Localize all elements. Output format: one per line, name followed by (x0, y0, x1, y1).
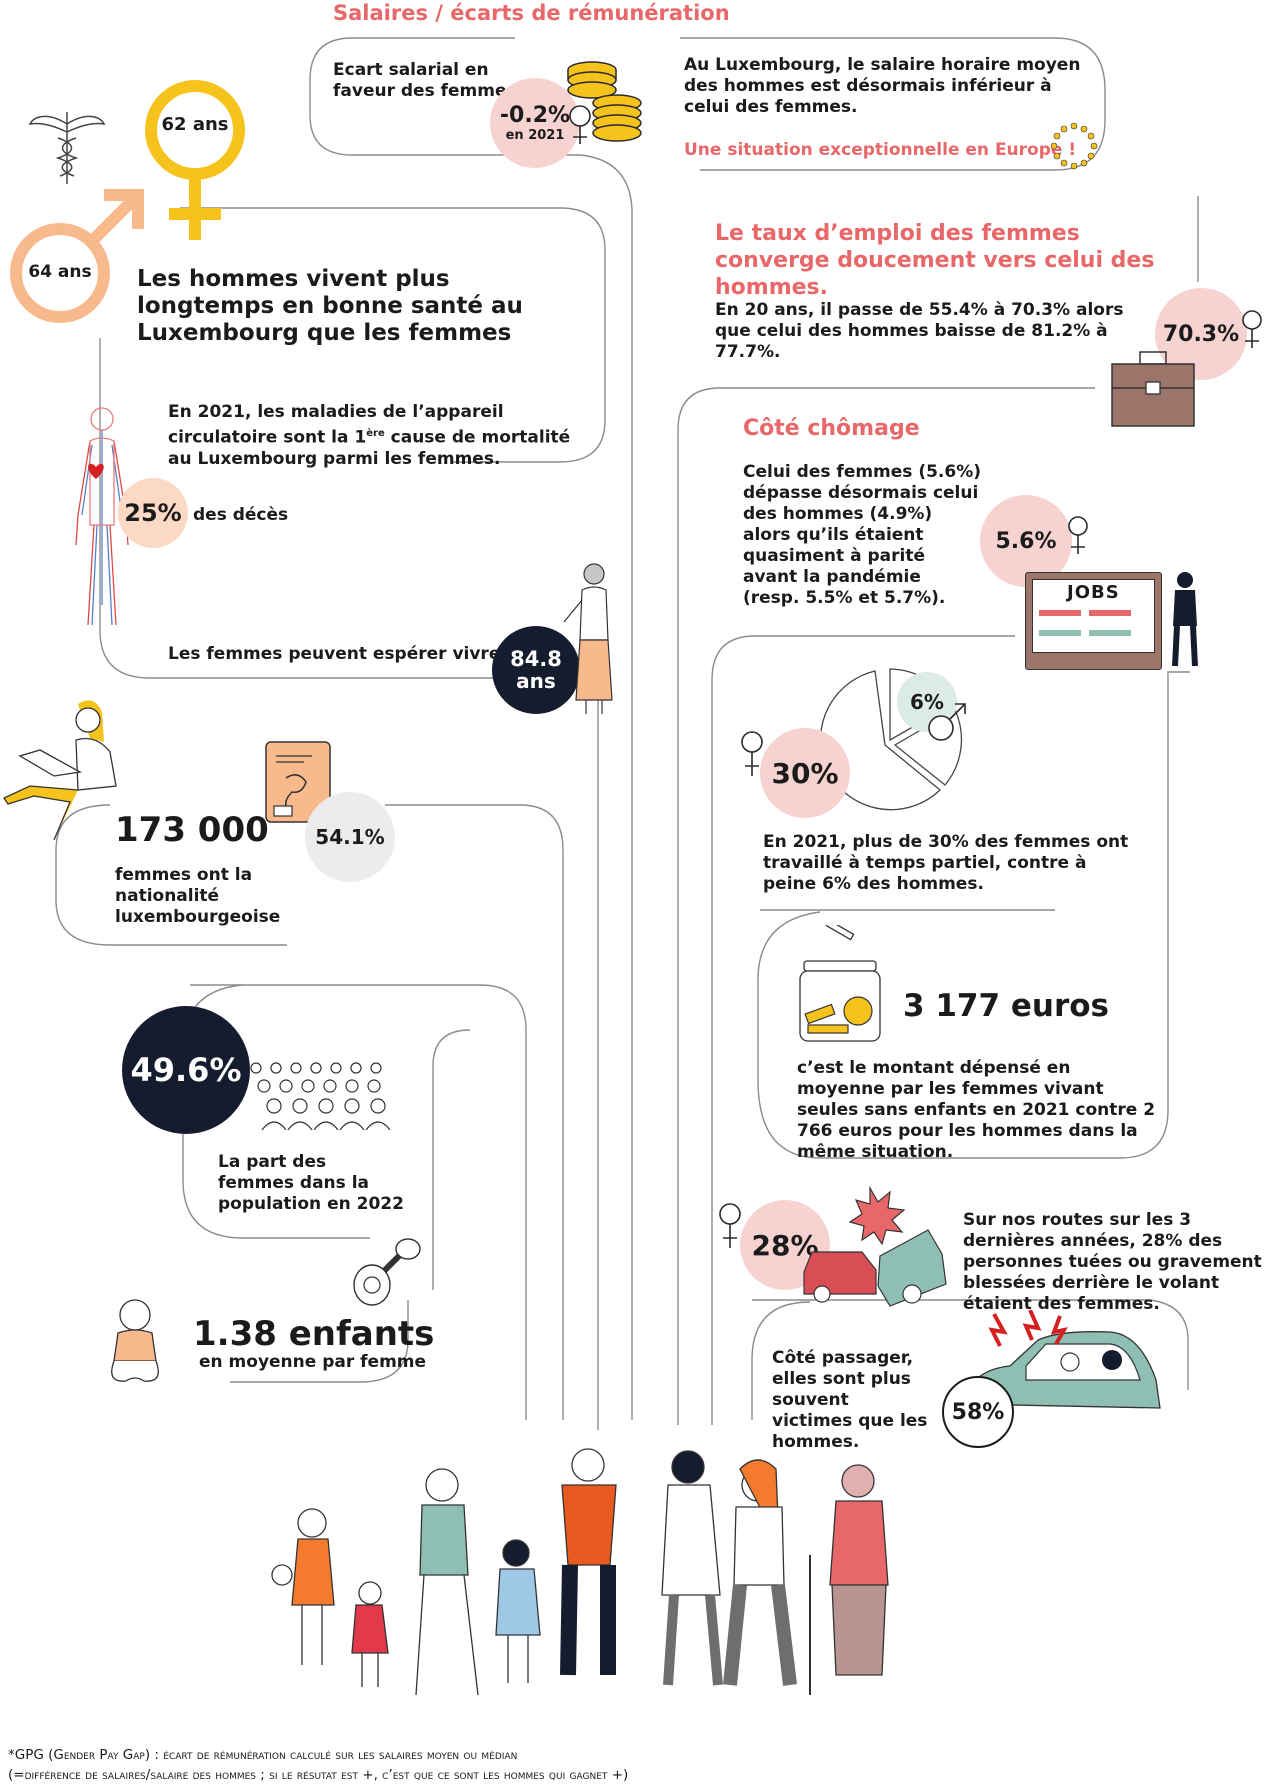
footnote-line1: *GPG (Gender Pay Gap) : écart de rémunér… (8, 1747, 518, 1763)
female-symbol-icon (569, 105, 591, 144)
footnote-line2: (=différence de salaires/salaire des hom… (8, 1767, 629, 1783)
road-value: 28% (751, 1228, 819, 1262)
deaths-badge: 25% (118, 478, 188, 548)
nationality-share: 54.1% (315, 825, 385, 849)
nationality-count: 173 000 (115, 810, 269, 850)
passport-icon (265, 741, 331, 823)
female-symbol-part-time-icon (741, 731, 763, 776)
passenger-car-icon (963, 1310, 1161, 1409)
woman-laptop-icon (3, 700, 117, 840)
deaths-label: des décès (193, 505, 289, 525)
male-healthy-age: 64 ans (28, 262, 92, 282)
fertility-text: en moyenne par femme (199, 1352, 427, 1372)
nationality-text: femmes ont la nationalité luxembourgeois… (115, 865, 281, 927)
crowd-icon (250, 1062, 391, 1130)
savings-jar-icon (799, 925, 881, 1042)
fertility-value: 1.38 enfants (193, 1314, 435, 1354)
jobs-screen: JOBS (1025, 572, 1162, 670)
women-group-illustration (271, 1448, 889, 1696)
mortality-text: En 2021, les maladies de l’appareil circ… (168, 402, 588, 470)
female-gold-symbol-icon (145, 80, 245, 240)
male-peach-symbol-icon (10, 189, 144, 323)
health-title: Les hommes vivent plus longtemps en bonn… (137, 266, 523, 346)
salary-gap-value: -0.2% (499, 102, 571, 128)
employment-value: 70.3% (1162, 321, 1240, 347)
life-expectancy-value: 84.8 (510, 647, 562, 671)
spending-text: c’est le montant dépensé en moyenne par … (797, 1058, 1156, 1162)
jobs-screen-inner: JOBS (1032, 579, 1155, 653)
unemployment-badge: 5.6% (980, 495, 1072, 587)
life-expectancy-badge: 84.8 ans (492, 626, 580, 714)
car-crash-icon (803, 1185, 947, 1307)
anatomy-figure-icon (75, 407, 129, 626)
passenger-value: 58% (951, 1399, 1005, 1425)
salary-gap-badge: -0.2% en 2021 (490, 78, 580, 168)
part-time-text: En 2021, plus de 30% des femmes ont trav… (763, 832, 1129, 894)
baby-icon (111, 1299, 159, 1382)
unemployment-value: 5.6% (995, 528, 1057, 554)
population-text: La part des femmes dans la population en… (218, 1152, 404, 1214)
population-share-badge: 49.6% (122, 1006, 250, 1134)
mortality-sup: ère (366, 428, 385, 439)
road-text: Sur nos routes sur les 3 dernières année… (963, 1210, 1262, 1314)
briefcase-icon (1111, 351, 1195, 427)
female-symbol-employment-icon (1242, 310, 1262, 348)
eu-stars-icon (1050, 122, 1098, 170)
jobs-label: JOBS (1067, 582, 1120, 603)
life-expectancy-text: Les femmes peuvent espérer vivre (168, 644, 501, 664)
road-badge: 28% (740, 1200, 830, 1290)
mortality-text-a: En 2021, les maladies de l’appareil circ… (168, 402, 504, 448)
salary-lux-text: Au Luxembourg, le salaire horaire moyen … (684, 55, 1081, 117)
employment-heading: Le taux d’emploi des femmes converge dou… (715, 221, 1155, 300)
employment-text: En 20 ans, il passe de 55.4% à 70.3% alo… (715, 300, 1124, 362)
deaths-value: 25% (124, 499, 182, 527)
salary-gap-label: Ecart salarial en faveur des femmes (333, 60, 517, 101)
elderly-woman-icon (563, 563, 613, 714)
passenger-text: Côté passager, elles sont plus souvent v… (772, 1348, 928, 1452)
caduceus-icon (28, 112, 106, 184)
male-part-time-value: 6% (910, 690, 944, 714)
female-symbol-unemployment-icon (1068, 516, 1088, 554)
spending-amount: 3 177 euros (903, 988, 1109, 1024)
salary-gap-year: en 2021 (505, 127, 565, 143)
female-part-time-badge: 30% (760, 728, 850, 818)
nationality-share-badge: 54.1% (305, 792, 395, 882)
male-symbol-icon (928, 703, 966, 741)
female-healthy-age: 62 ans (161, 114, 229, 135)
mortality-text-b: cause de mortalité au Luxembourg parmi l… (168, 427, 571, 469)
coins-icon (567, 61, 642, 142)
salary-heading: Salaires / écarts de rémunération (333, 1, 730, 25)
female-symbol-road-icon (719, 1203, 741, 1248)
standing-man-icon (1172, 572, 1198, 667)
population-share: 49.6% (130, 1051, 242, 1089)
salary-exception-text: Une situation exceptionnelle en Europe ! (684, 140, 1077, 160)
unemployment-text: Celui des femmes (5.6%) dépasse désormai… (743, 462, 982, 608)
passenger-badge: 58% (942, 1376, 1014, 1448)
life-expectancy-unit: ans (516, 669, 556, 693)
pacifier-icon (353, 1238, 421, 1306)
unemployment-heading: Côté chômage (743, 416, 920, 441)
female-part-time-value: 30% (771, 756, 839, 790)
